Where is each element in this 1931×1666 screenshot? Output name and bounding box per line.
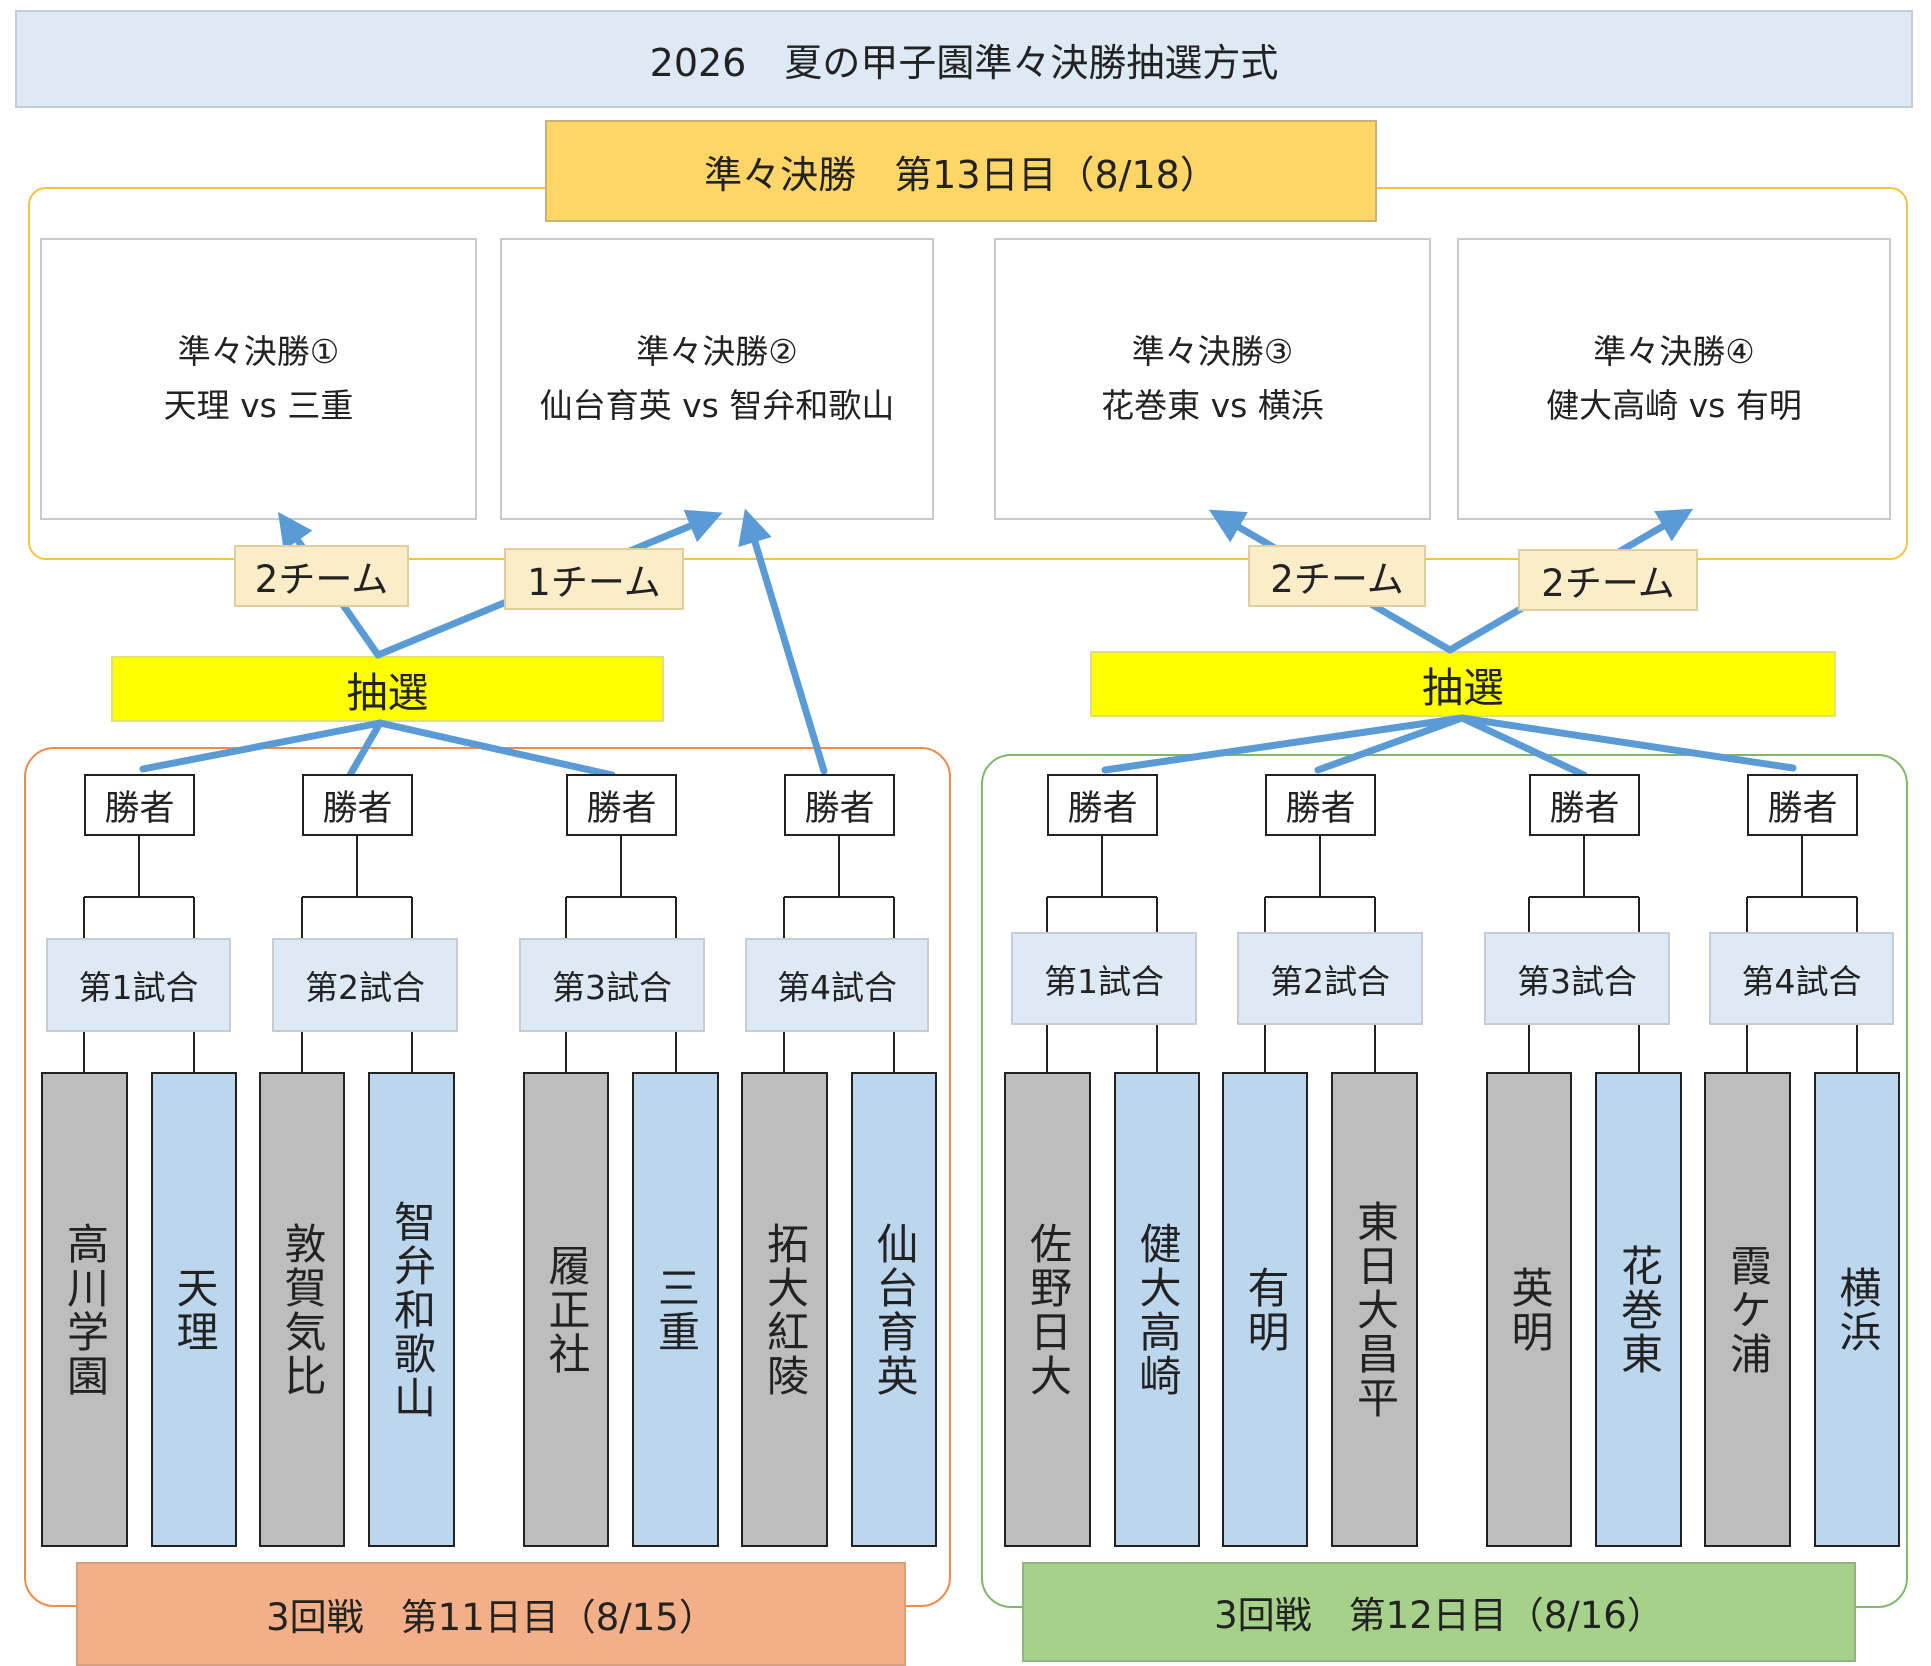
game-box-left-3: 第3試合: [519, 938, 705, 1032]
team-column-eimei: 英明: [1486, 1072, 1572, 1547]
team-column-tenri: 天理: [151, 1072, 237, 1547]
team-column-takudai-koryo: 拓大紅陵: [741, 1072, 828, 1547]
quarterfinal-matchup: 花巻東 vs 横浜: [1101, 386, 1324, 425]
winner-box-left-4: 勝者: [784, 774, 895, 836]
quarterfinal-matchup: 天理 vs 三重: [163, 386, 354, 425]
team-column-sano-nichidai: 佐野日大: [1004, 1072, 1091, 1547]
quarterfinal-name: 準々決勝③: [1131, 332, 1294, 371]
game-box-right-4: 第4試合: [1709, 932, 1894, 1025]
team-count-label-1: 2チーム: [234, 545, 409, 607]
quarterfinal-matchup: 健大高崎 vs 有明: [1546, 386, 1802, 425]
winner-box-right-2: 勝者: [1265, 774, 1376, 836]
winner-box-right-1: 勝者: [1047, 774, 1158, 836]
team-column-riseisha: 履正社: [523, 1072, 609, 1547]
page-title: 2026 夏の甲子園準々決勝抽選方式: [15, 10, 1913, 108]
team-count-label-3: 2チーム: [1248, 545, 1426, 607]
team-column-kendai-takasaki: 健大高崎: [1114, 1072, 1200, 1547]
team-column-takagawa-gakuen: 高川学園: [41, 1072, 128, 1547]
team-count-label-4: 2チーム: [1518, 549, 1698, 611]
team-column-mie: 三重: [632, 1072, 719, 1547]
winner-box-right-3: 勝者: [1529, 774, 1640, 836]
quarterfinal-name: 準々決勝④: [1593, 332, 1755, 371]
team-column-kasumigaura: 霞ケ浦: [1704, 1072, 1791, 1547]
game-box-left-4: 第4試合: [745, 938, 929, 1032]
team-column-sendai-ikuei: 仙台育英: [851, 1072, 937, 1547]
game-box-right-2: 第2試合: [1237, 932, 1423, 1025]
lottery-box-left: 抽選: [111, 656, 664, 722]
team-count-label-2: 1チーム: [504, 548, 684, 610]
team-column-higashi-nichidai-shohei: 東日大昌平: [1331, 1072, 1418, 1547]
quarterfinal-name: 準々決勝②: [636, 332, 798, 371]
winner-box-left-2: 勝者: [302, 774, 413, 836]
team-column-hanamaki-higashi: 花巻東: [1595, 1072, 1682, 1547]
quarterfinal-name: 準々決勝①: [177, 332, 340, 371]
round-label-right: 3回戦 第12日目（8/16）: [1022, 1562, 1856, 1662]
game-box-left-1: 第1試合: [46, 938, 231, 1032]
game-box-right-1: 第1試合: [1011, 932, 1197, 1025]
game-box-left-2: 第2試合: [272, 938, 458, 1032]
quarterfinal-box-2: 準々決勝② 仙台育英 vs 智弁和歌山: [500, 238, 934, 520]
quarterfinal-box-1: 準々決勝① 天理 vs 三重: [40, 238, 477, 520]
team-column-tsuruga-kehi: 敦賀気比: [259, 1072, 345, 1547]
game-box-right-3: 第3試合: [1484, 932, 1670, 1025]
winner-box-left-3: 勝者: [566, 774, 677, 836]
team-column-ariake: 有明: [1222, 1072, 1308, 1547]
quarterfinal-box-3: 準々決勝③ 花巻東 vs 横浜: [994, 238, 1431, 520]
team-column-yokohama: 横浜: [1814, 1072, 1900, 1547]
quarterfinal-matchup: 仙台育英 vs 智弁和歌山: [539, 386, 895, 425]
quarterfinal-header: 準々決勝 第13日目（8/18）: [545, 120, 1377, 222]
winner-box-left-1: 勝者: [84, 774, 195, 836]
winner-box-right-4: 勝者: [1747, 774, 1858, 836]
lottery-box-right: 抽選: [1090, 651, 1836, 717]
round-label-left: 3回戦 第11日目（8/15）: [76, 1562, 906, 1666]
team-column-chiben-wakayama: 智弁和歌山: [368, 1072, 455, 1547]
quarterfinal-box-4: 準々決勝④ 健大高崎 vs 有明: [1457, 238, 1891, 520]
